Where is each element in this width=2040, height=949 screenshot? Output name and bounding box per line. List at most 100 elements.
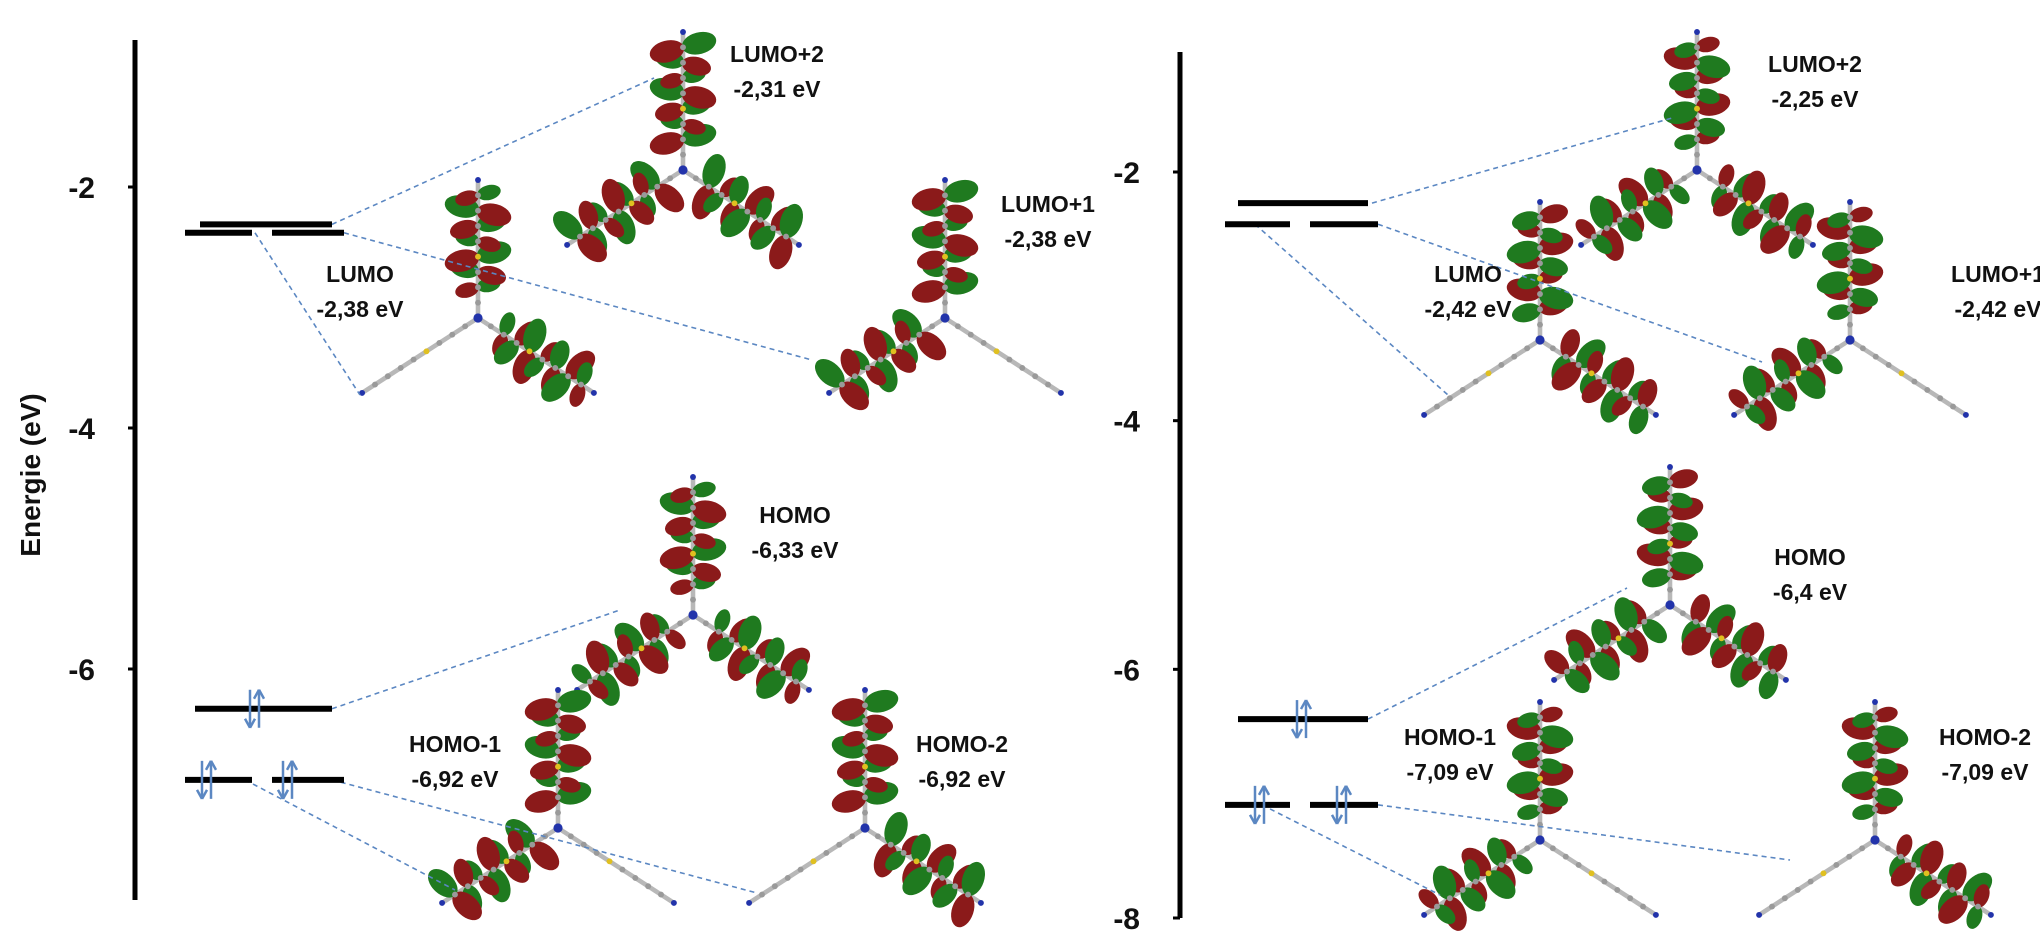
orbital-energy-label: -6,4 eV [1773,579,1848,605]
orbital-lobe [455,190,479,206]
orbital-lobe [702,153,726,188]
orbital-lobe [738,615,762,650]
orbital-lobe [1589,195,1614,230]
atom [1537,775,1543,782]
atom [1459,886,1466,893]
orbital-lobe [1551,361,1582,391]
atom [690,581,696,588]
orbital-lobe [1767,644,1788,673]
atom [372,381,378,388]
spin-down-arrowhead [1248,814,1262,825]
atom [1575,362,1582,368]
atom [1771,216,1778,223]
atom [874,833,881,840]
electron-pair-arrows [195,760,218,800]
orbital-lobe [1564,669,1590,694]
molecule [1544,464,1789,700]
atom [862,702,868,709]
y-axis-title: Energie (eV) [15,393,46,556]
atom [1694,105,1700,112]
atom [916,331,923,338]
atom-center [1535,335,1545,345]
spin-up-arrowhead [1339,785,1353,796]
molecule-backbone [1422,338,1542,417]
orbital-lobe [863,689,899,713]
atom [680,151,686,158]
orbital-lobe [523,357,545,378]
orbital-lobe [1695,55,1731,79]
atom [1640,403,1646,410]
molecule-backbone [1538,838,1658,917]
atom [926,866,933,873]
atom [539,356,546,363]
atom [744,208,751,215]
atom [690,566,696,572]
molecule [1575,29,1816,261]
orbital-lobe [1616,636,1637,656]
atom [555,794,561,801]
orbital-energy-label: -2,42 eV [1955,296,2040,322]
orbital-lobe [1669,469,1698,489]
atom [490,866,497,873]
orbital-name-label: LUMO [1434,261,1502,287]
orbital-lobe [1874,758,1898,774]
atom [1667,494,1673,501]
atom [1923,870,1930,877]
atom [1756,395,1763,402]
orbital-lobe [738,654,760,675]
orbital-lobe [1560,329,1581,358]
atom [1924,386,1931,393]
atom [555,702,561,709]
orbital-lobe [1788,235,1805,259]
atom [1616,216,1623,223]
atom [1652,411,1659,418]
atom [942,284,948,291]
atom [1498,362,1505,368]
orbital-lobe [1460,887,1486,912]
y-tick-label: -4 [1113,406,1140,439]
orbital-lobe [756,670,786,699]
atom [1537,760,1543,767]
atom [759,891,765,898]
atom [1784,225,1791,232]
orbital-lobe [681,31,717,55]
orbital-lobe [1668,551,1704,575]
orbital-lobe [1822,354,1843,375]
atom [1847,245,1853,251]
orbital-lobe [1740,622,1765,657]
atom [1485,370,1492,377]
atom [462,323,469,330]
atom [783,233,789,240]
orbital-lobe [1847,741,1876,762]
atom [1694,44,1700,51]
orbital-energy-label: -6,92 eV [412,766,500,792]
orbital-lobe [708,637,734,662]
atom [1641,618,1648,625]
atom [615,208,622,215]
molecule-backbone [360,316,480,395]
orbital-lobe [1642,568,1671,588]
orbital-lobe [1539,706,1563,723]
atom [1847,275,1853,282]
atom [580,841,587,848]
atom [1694,59,1700,66]
atom [929,323,936,330]
orbital-name-label: LUMO [326,261,394,287]
atom [1872,714,1878,721]
orbital-lobe [1852,804,1876,820]
orbital-lobe [655,102,684,122]
atom [903,340,910,346]
atom [1667,571,1673,578]
orbital-lobe [1827,212,1851,228]
orbital-lobe [1539,227,1563,244]
orbital-lobe [530,760,559,780]
orbital-lobe [729,175,749,205]
molecule-backbone [691,613,811,692]
atom [1421,911,1428,918]
atom [677,620,684,627]
atom [1910,862,1917,868]
molecule-backbone [1695,168,1815,247]
orbital-lobe [681,86,717,109]
orbital-name-label: HOMO-1 [409,731,501,757]
orbital-lobe [1642,619,1667,644]
